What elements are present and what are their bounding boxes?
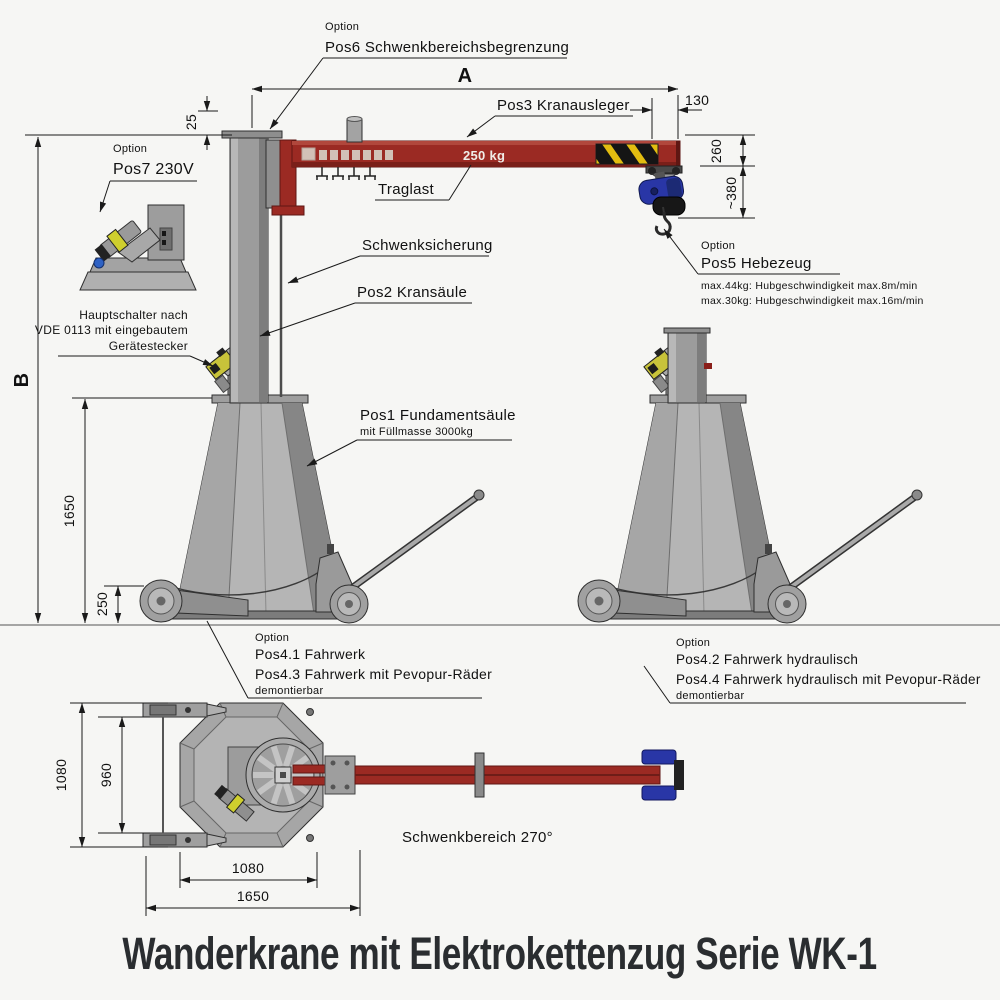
- crane-base-right: [578, 338, 922, 623]
- demontierbar-note: demontierbar: [676, 690, 744, 702]
- dim-260: 260: [708, 139, 724, 163]
- hauptschalter-line2: VDE 0113 mit eingebautem: [35, 323, 188, 337]
- traglast-label: Traglast: [378, 181, 435, 198]
- main-crane-side-view: 250 kg: [140, 116, 686, 624]
- pos4-left-line2: Pos4.3 Fahrwerk mit Pevopur-Räder: [255, 666, 492, 682]
- pos5-spec-1: max.44kg: Hubgeschwindigkeit max.8m/min: [701, 280, 918, 292]
- schwenkbereich-label: Schwenkbereich 270°: [402, 829, 553, 846]
- pos7-label: Pos7 230V: [113, 161, 194, 178]
- dim-960: 960: [98, 763, 114, 787]
- schwenksicherung-label: Schwenksicherung: [362, 237, 493, 254]
- load-capacity-text: 250 kg: [463, 148, 505, 163]
- crane-column: [221, 130, 305, 404]
- pos1-label: Pos1 Fundamentsäule: [360, 407, 516, 424]
- dim-25: 25: [183, 114, 199, 130]
- hydraulic-unit-top: [214, 784, 255, 822]
- pos5-spec-2: max.30kg: Hubgeschwindigkeit max.16m/min: [701, 295, 924, 307]
- second-crane-side-view: [578, 327, 922, 623]
- dim-1650-v: 1650: [61, 495, 77, 527]
- pos5-label: Pos5 Hebezeug: [701, 255, 812, 272]
- option-label: Option: [701, 240, 735, 252]
- cable-hangers: [316, 167, 376, 180]
- dim-1080-outer: 1080: [53, 759, 69, 791]
- drawing-title-bar: Wanderkrane mit Elektrokettenzug Serie W…: [0, 928, 1000, 980]
- crossbar-top: [474, 752, 485, 798]
- option-label: Option: [113, 143, 147, 155]
- dim-A: A: [458, 65, 473, 87]
- pos2-label: Pos2 Kransäule: [357, 284, 467, 301]
- hauptschalter-line1: Hauptschalter nach: [79, 308, 188, 322]
- swing-stop: [346, 116, 363, 143]
- option-label: Option: [325, 21, 359, 33]
- pos1-note: mit Füllmasse 3000kg: [360, 426, 473, 438]
- pos4-left-line1: Pos4.1 Fahrwerk: [255, 646, 366, 662]
- slew-ring: [245, 737, 321, 813]
- pos6-label: Pos6 Schwenkbereichsbegrenzung: [325, 39, 569, 56]
- top-view: [142, 702, 684, 848]
- page-title: Wanderkrane mit Elektrokettenzug Serie W…: [122, 928, 878, 979]
- second-crane-column: [663, 327, 712, 404]
- demontierbar-note: demontierbar: [255, 685, 323, 697]
- chain-hoist: [638, 165, 686, 236]
- hauptschalter-line3: Gerätestecker: [109, 339, 188, 353]
- arm-top-view: [292, 749, 684, 801]
- option-label: Option: [676, 637, 710, 649]
- hazard-stripes: [595, 143, 659, 165]
- option-label: Option: [255, 632, 289, 644]
- hook-icon: [654, 211, 672, 236]
- dim-B: B: [11, 373, 33, 388]
- dim-250: 250: [94, 592, 110, 616]
- dimension-lines: B A 130 25 260 ~380 1650 250: [11, 65, 755, 916]
- dim-1650-total: 1650: [237, 888, 269, 904]
- wheels-top-view: [142, 702, 227, 848]
- dim-130: 130: [685, 92, 709, 108]
- crane-base-left: [140, 338, 484, 623]
- annotations: Option Pos6 Schwenkbereichsbegrenzung Po…: [35, 21, 981, 846]
- arm-logo: [301, 147, 393, 161]
- pos4-right-line2: Pos4.4 Fahrwerk hydraulisch mit Pevopur-…: [676, 672, 981, 687]
- dim-380: ~380: [723, 177, 739, 210]
- pos4-right-line1: Pos4.2 Fahrwerk hydraulisch: [676, 652, 858, 667]
- pos3-label: Pos3 Kranausleger: [497, 97, 630, 114]
- dim-1080-base: 1080: [232, 860, 264, 876]
- pos7-option-figure: [79, 204, 197, 291]
- crane-arm: 250 kg: [291, 116, 681, 180]
